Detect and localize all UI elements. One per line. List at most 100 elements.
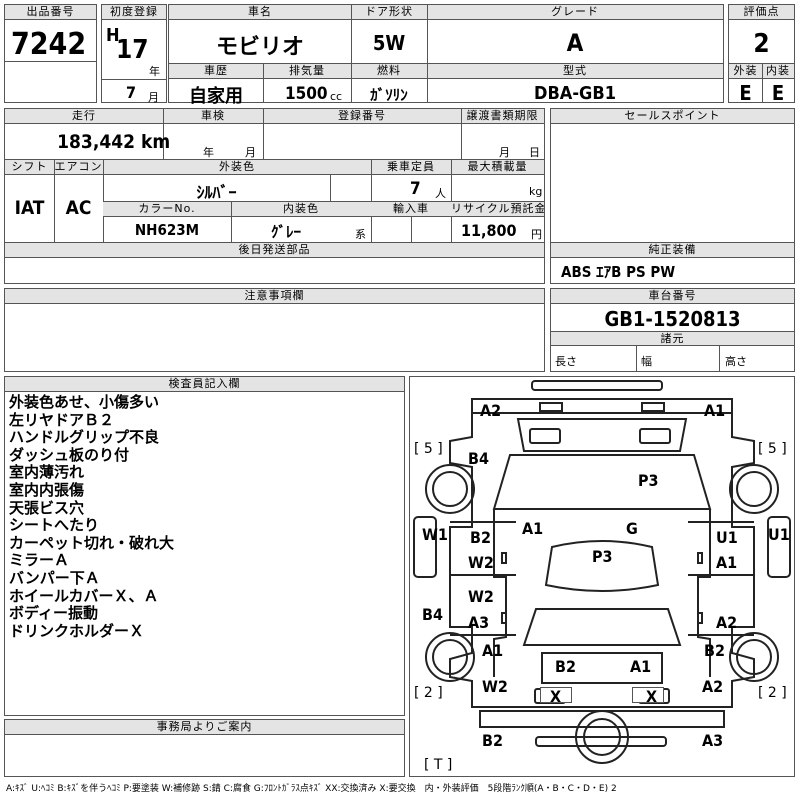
right-rear-tire-mark: [ 2 ] (758, 685, 787, 701)
inspector-note-line: ハンドルグリップ不良 (9, 428, 160, 447)
color-no-label: カラーNo. (103, 202, 231, 217)
month-unit: 月 (148, 91, 159, 104)
equipment: ABS ｴｱB PS PW (561, 263, 676, 281)
damage-code: A1 (630, 657, 652, 676)
score-cell: 評価点 2 外装 内装 E E (728, 4, 795, 105)
doors: 5W (372, 31, 406, 55)
recycle-unit: 円 (531, 228, 542, 241)
history-label: 車歴 (169, 64, 263, 79)
lot-number: 7242 (11, 27, 87, 62)
damage-code: X (646, 687, 658, 706)
inspection-month-unit: 月 (245, 146, 256, 159)
fuel-label: 燃料 (351, 64, 427, 79)
damage-code: U1 (768, 525, 790, 544)
legend: A:ｷｽﾞ U:ﾍｺﾐ B:ｷｽﾞを伴うﾍｺﾐ P:要塗装 W:補修跡 S:錆 … (6, 784, 617, 794)
replace-mark-right (632, 687, 664, 703)
damage-code: B4 (422, 605, 443, 624)
load-unit: kg (529, 185, 543, 198)
damage-code: B2 (470, 528, 491, 547)
mileage: 183,442 (57, 131, 135, 153)
damage-code: B2 (704, 641, 725, 660)
capacity-label: 乗車定員 (371, 160, 451, 175)
notes-block: 注意事項欄 (4, 288, 545, 372)
inspector-note-line: 左リヤドアＢ２ (9, 410, 115, 429)
damage-code: W2 (468, 553, 494, 572)
reg-year: 17 (116, 35, 149, 65)
car-outline (413, 380, 791, 764)
reg-month: 7 (126, 83, 137, 102)
office-block: 事務局よりご案内 (4, 719, 405, 777)
height-label: 高さ (725, 355, 747, 368)
lot-label: 出品番号 (5, 5, 96, 20)
chassis-block: 車台番号 GB1-1520813 諸元 長さ 幅 高さ (550, 288, 795, 372)
model-label: 型式 (427, 64, 723, 79)
mileage-unit: km (141, 131, 171, 153)
inspector-note-line: 天張ビス穴 (9, 498, 85, 517)
left-rear-tire-mark: [ 2 ] (414, 685, 443, 701)
displacement-label: 排気量 (263, 64, 351, 79)
damage-code: A1 (704, 401, 726, 420)
recycle: 11,800 (461, 221, 517, 240)
year-unit: 年 (149, 65, 160, 78)
first-registration-cell: 初度登録 H 17 年 7 月 (101, 4, 167, 104)
ac: AC (65, 197, 92, 219)
capacity: 7 (410, 179, 421, 199)
displacement: 1500 (285, 84, 328, 104)
registration-label: 登録番号 (263, 109, 461, 124)
doors-label: ドア形状 (351, 5, 427, 20)
exterior-label: 外装 (729, 64, 762, 79)
car-name-label: 車名 (169, 5, 351, 20)
mileage-label: 走行 (5, 109, 163, 124)
first-reg-label: 初度登録 (102, 5, 166, 20)
damage-code: B2 (555, 657, 576, 676)
inspector-note-line: バンパー下Ａ (9, 568, 100, 587)
damage-code: W1 (422, 525, 448, 544)
sales-point-block: セールスポイント 純正装備 ABS ｴｱB PS PW (550, 108, 795, 284)
office-label: 事務局よりご案内 (5, 720, 404, 735)
inspector-note-line: ホイールカバーＸ、Ａ (9, 586, 159, 605)
specs-label: 諸元 (551, 332, 794, 346)
replace-mark-left (540, 687, 572, 703)
damage-code: U1 (716, 528, 738, 547)
exterior-grade: E (739, 81, 752, 105)
damage-code: P3 (592, 547, 613, 566)
car-info-block: 車名 ドア形状 グレード モビリオ 5W A 車歴 排気量 燃料 型式 自家用 … (168, 4, 724, 107)
equipment-label: 純正装備 (551, 243, 794, 258)
transfer-label: 譲渡書類期限 (461, 109, 544, 124)
interior-label: 内装 (762, 64, 794, 79)
capacity-unit: 人 (435, 187, 446, 200)
lot-number-cell: 出品番号 7242 (4, 4, 97, 103)
damage-code: A2 (702, 677, 724, 696)
inspector-note-line: シートへたり (9, 516, 100, 535)
damage-code: A1 (522, 519, 544, 538)
damage-code: A1 (482, 641, 504, 660)
inspector-note-line: ダッシュ板のり付 (9, 445, 130, 464)
chassis-number: GB1-1520813 (604, 307, 741, 331)
interior-grade: E (771, 81, 785, 105)
inspector-note-line: ドリンクホルダーＸ (9, 621, 145, 640)
damage-code: G (626, 519, 638, 538)
left-front-tire-mark: [ 5 ] (414, 441, 443, 457)
inspector-note-line: ボディー振動 (9, 604, 98, 623)
model: DBA-GB1 (534, 83, 616, 104)
spare-tire-mark: [ T ] (424, 757, 453, 773)
int-color: ｸﾞﾚｰ (270, 223, 301, 241)
shift-label: シフト (5, 160, 54, 175)
later-parts-label: 後日発送部品 (5, 243, 544, 258)
recycle-label: リサイクル預託金 (451, 202, 544, 217)
import-label: 輸入車 (371, 202, 451, 217)
chassis-label: 車台番号 (551, 289, 794, 304)
int-color-label: 内装色 (231, 202, 371, 217)
damage-code: X (550, 687, 562, 706)
score-label: 評価点 (729, 5, 794, 20)
transfer-day-unit: 日 (529, 146, 540, 159)
damage-code: B2 (482, 731, 503, 750)
damage-code: W2 (482, 677, 508, 696)
grade-label: グレード (427, 5, 723, 20)
length-label: 長さ (555, 355, 577, 368)
right-front-tire-mark: [ 5 ] (758, 441, 787, 457)
damage-code: A3 (702, 731, 724, 750)
era: H (106, 25, 120, 46)
